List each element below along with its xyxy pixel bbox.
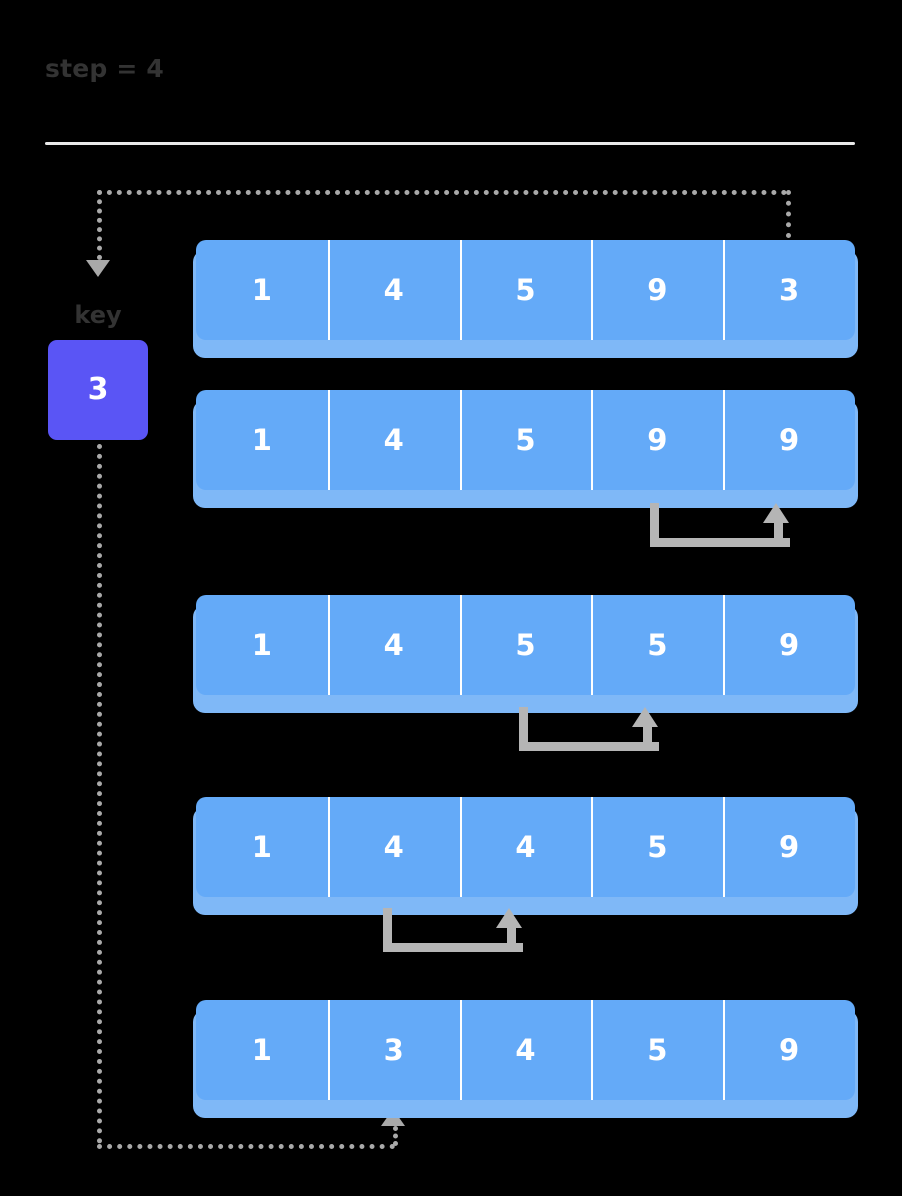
cell-value: 9 xyxy=(778,1032,800,1067)
key-box: 3 xyxy=(48,340,148,440)
cell-value: 5 xyxy=(647,627,668,662)
bracket-right-stem xyxy=(774,521,783,547)
cell-value: 9 xyxy=(778,627,800,662)
array-cell[interactable]: 9 xyxy=(723,390,855,490)
shift-bracket xyxy=(383,908,523,952)
array-cell[interactable]: 1 xyxy=(196,390,328,490)
array-cell[interactable]: 9 xyxy=(723,595,855,695)
array-cell[interactable]: 1 xyxy=(196,595,328,695)
bracket-left-stem xyxy=(383,908,392,952)
array-cell[interactable]: 1 xyxy=(196,797,328,897)
array-cell[interactable]: 5 xyxy=(459,390,592,490)
cell-value: 5 xyxy=(515,422,536,457)
shift-bracket xyxy=(519,707,659,751)
array-cell[interactable]: 9 xyxy=(723,1000,855,1100)
array-cell[interactable]: 9 xyxy=(591,240,724,340)
key-label: key xyxy=(74,301,122,329)
array-cell[interactable]: 9 xyxy=(723,797,855,897)
cell-value: 5 xyxy=(515,272,536,307)
pickup-arrowhead-icon xyxy=(86,260,110,277)
page-title: step = 4 xyxy=(45,54,165,83)
bracket-left-stem xyxy=(519,707,528,751)
bracket-arrowhead-icon xyxy=(763,503,789,523)
cell-value: 4 xyxy=(383,272,404,307)
insert-path-vertical-left xyxy=(97,444,102,1144)
cell-value: 4 xyxy=(383,422,404,457)
array-cells: 1 4 5 9 9 xyxy=(196,390,855,490)
array-cells: 1 3 4 5 9 xyxy=(196,1000,855,1100)
cell-value: 9 xyxy=(778,422,800,457)
pickup-path-horizontal xyxy=(97,190,787,195)
pickup-path-vertical-left xyxy=(97,190,102,260)
cell-value: 1 xyxy=(251,627,272,662)
cell-value: 1 xyxy=(251,422,272,457)
array-cell[interactable]: 4 xyxy=(459,797,592,897)
bracket-right-stem xyxy=(507,926,516,952)
array-cell[interactable]: 5 xyxy=(591,797,724,897)
array-cells: 1 4 4 5 9 xyxy=(196,797,855,897)
cell-value: 4 xyxy=(383,627,404,662)
bracket-base xyxy=(650,538,790,547)
cell-value: 9 xyxy=(778,829,800,864)
array-cells: 1 4 5 9 3 xyxy=(196,240,855,340)
array-cell[interactable]: 1 xyxy=(196,240,328,340)
cell-value: 4 xyxy=(515,1032,536,1067)
bracket-base xyxy=(519,742,659,751)
array-cell[interactable]: 9 xyxy=(591,390,724,490)
array-cell[interactable]: 4 xyxy=(459,1000,592,1100)
cell-value: 4 xyxy=(515,829,536,864)
array-cell[interactable]: 5 xyxy=(459,240,592,340)
cell-value: 3 xyxy=(778,272,800,307)
cell-value: 1 xyxy=(251,272,272,307)
key-value: 3 xyxy=(87,372,109,407)
cell-value: 5 xyxy=(647,1032,668,1067)
cell-value: 3 xyxy=(383,1032,404,1067)
cell-value: 5 xyxy=(515,627,536,662)
array-cell[interactable]: 5 xyxy=(459,595,592,695)
pickup-path-vertical-right xyxy=(786,190,791,238)
array-cell[interactable]: 4 xyxy=(327,797,460,897)
array-cell[interactable]: 4 xyxy=(327,240,460,340)
bracket-base xyxy=(383,943,523,952)
array-cell[interactable]: 1 xyxy=(196,1000,328,1100)
array-cell[interactable]: 4 xyxy=(327,595,460,695)
bracket-right-stem xyxy=(643,725,652,751)
shift-bracket xyxy=(650,503,790,547)
cell-value: 4 xyxy=(383,829,404,864)
array-cell[interactable]: 3 xyxy=(723,240,855,340)
insert-path-vertical-right xyxy=(393,1126,398,1146)
title-divider xyxy=(45,142,855,145)
array-cell[interactable]: 5 xyxy=(591,595,724,695)
insert-path-horizontal xyxy=(97,1144,395,1149)
array-cell[interactable]: 3 xyxy=(327,1000,460,1100)
cell-value: 1 xyxy=(251,829,272,864)
array-cell[interactable]: 5 xyxy=(591,1000,724,1100)
bracket-arrowhead-icon xyxy=(496,908,522,928)
cell-value: 9 xyxy=(647,272,668,307)
array-cells: 1 4 5 5 9 xyxy=(196,595,855,695)
bracket-arrowhead-icon xyxy=(632,707,658,727)
bracket-left-stem xyxy=(650,503,659,547)
cell-value: 1 xyxy=(251,1032,272,1067)
cell-value: 5 xyxy=(647,829,668,864)
cell-value: 9 xyxy=(647,422,668,457)
array-cell[interactable]: 4 xyxy=(327,390,460,490)
